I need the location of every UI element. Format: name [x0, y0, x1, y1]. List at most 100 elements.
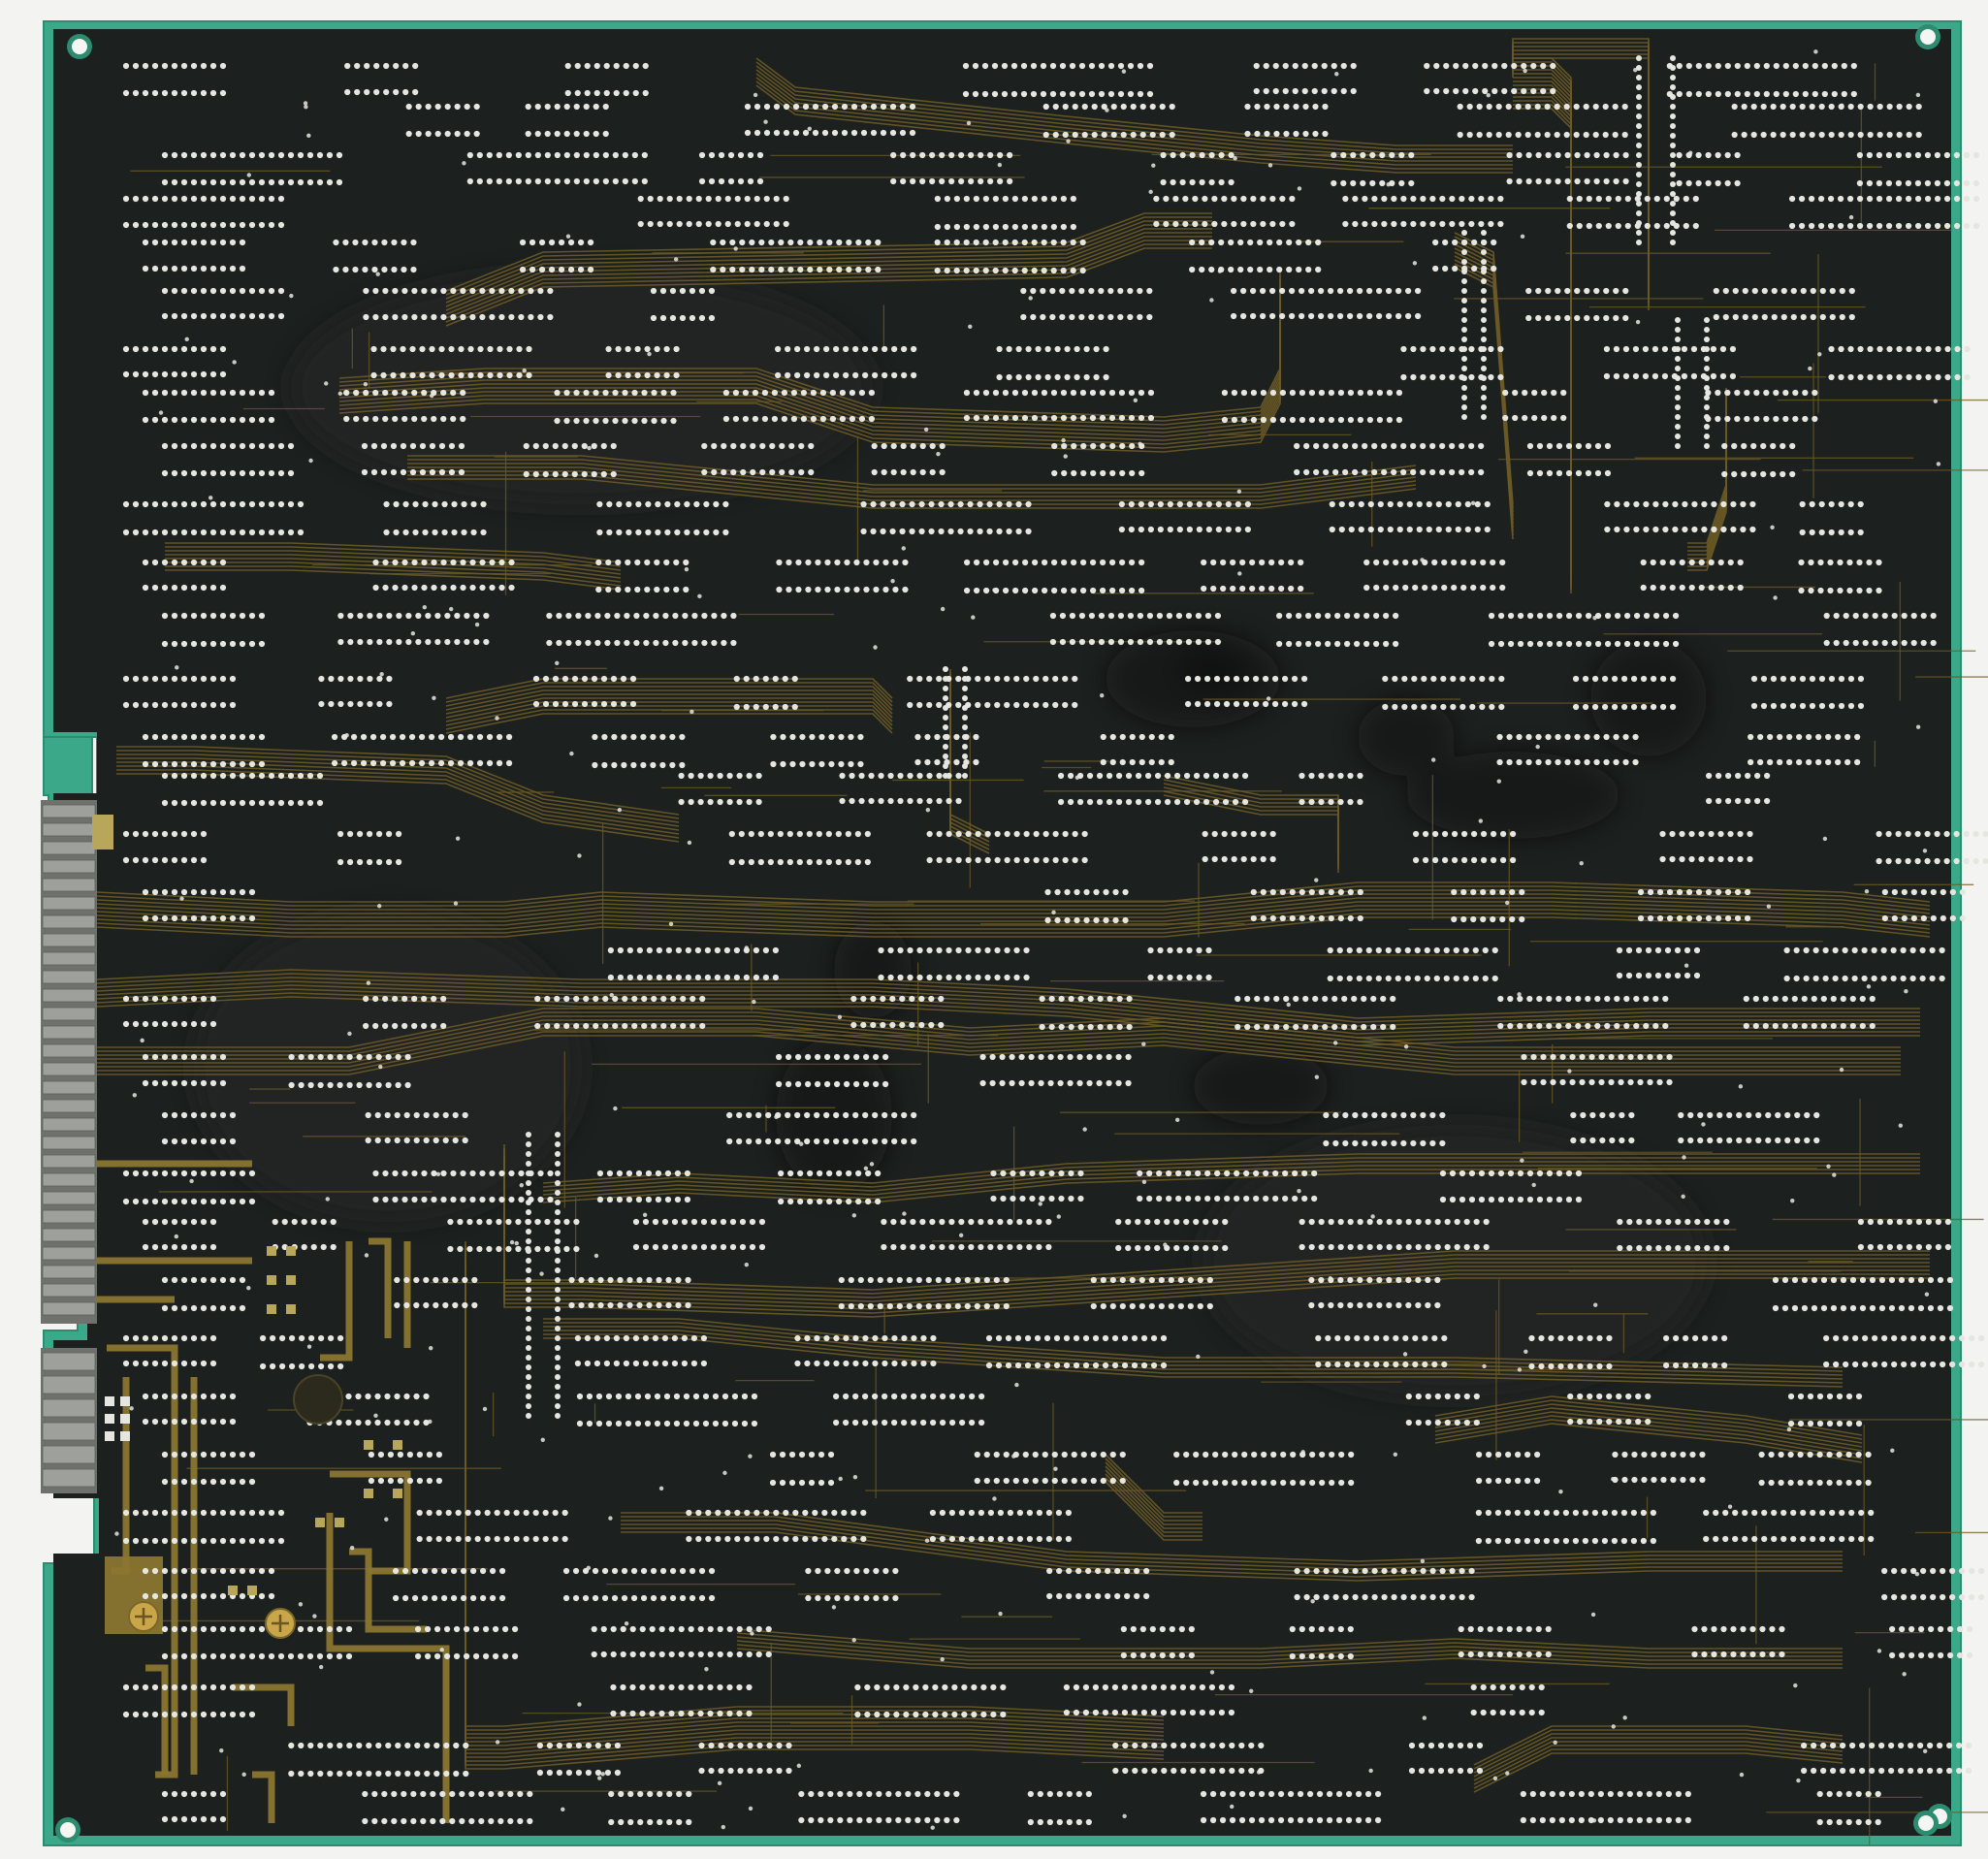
solder-joint: [1288, 559, 1295, 566]
solder-joint: [1322, 1023, 1329, 1031]
trace: [96, 977, 1920, 1027]
solder-joint: [857, 1302, 864, 1310]
solder-joint: [1626, 1218, 1633, 1226]
solder-joint: [1041, 267, 1047, 274]
solder-joint: [1281, 675, 1289, 683]
solder-joint: [770, 760, 777, 768]
solder-joint: [910, 177, 916, 185]
solder-joint: [1093, 888, 1100, 896]
solder-joint: [1509, 888, 1516, 896]
solder-joint: [229, 442, 237, 450]
solder-joint: [1584, 151, 1590, 159]
trace: [736, 1644, 1843, 1665]
solder-joint: [713, 500, 720, 508]
solder-joint: [739, 266, 746, 273]
solder-joint: [595, 559, 602, 566]
solder-joint: [1072, 856, 1078, 864]
solder-joint: [1118, 414, 1126, 422]
solder-joint: [798, 468, 805, 476]
solder-joint: [370, 468, 378, 476]
solder-joint: [318, 700, 325, 708]
solder-joint: [1505, 103, 1512, 111]
solder-joint: [602, 130, 609, 138]
solder-joint: [1550, 87, 1556, 95]
solder-joint: [651, 389, 657, 397]
solder-joint: [881, 1218, 887, 1226]
solder-joint: [1745, 772, 1751, 780]
solder-joint: [171, 1111, 178, 1119]
solder-joint: [574, 89, 581, 97]
solder-joint: [1011, 195, 1018, 203]
solder-joint: [899, 129, 907, 137]
solder-joint: [1659, 584, 1666, 592]
solder-joint: [992, 267, 999, 274]
trace: [165, 565, 622, 587]
solder-joint: [462, 1137, 468, 1144]
solder-joint: [602, 103, 609, 111]
solder-joint: [759, 442, 766, 450]
solder-joint: [200, 675, 208, 683]
solder-joint: [1012, 559, 1019, 566]
solder-joint: [1210, 585, 1217, 593]
solder-joint: [788, 468, 795, 476]
solder-joint: [845, 830, 851, 838]
solder-joint: [1279, 195, 1286, 203]
solder-joint: [1497, 373, 1504, 381]
solder-joint: [1166, 612, 1173, 620]
solder-joint: [1301, 1195, 1308, 1202]
solder-joint: [161, 559, 169, 566]
solder-joint: [852, 1111, 859, 1119]
solder-joint: [1944, 373, 1951, 381]
solder-joint: [547, 287, 554, 295]
solder-joint: [1363, 640, 1370, 648]
solder-joint: [974, 1302, 980, 1310]
solder-joint: [939, 151, 946, 159]
solder-joint: [1491, 975, 1498, 982]
solder-joint: [190, 89, 198, 97]
solder-joint: [180, 733, 188, 741]
solder-joint: [704, 946, 711, 954]
solder-joint: [718, 177, 725, 185]
solder-joint: [1279, 416, 1287, 424]
solder-joint: [1223, 700, 1231, 708]
solder-joint: [1097, 1023, 1104, 1031]
solder-joint: [573, 1218, 580, 1226]
solder-joint: [1635, 972, 1643, 979]
solder-joint: [823, 1053, 831, 1061]
solder-joint: [369, 759, 377, 767]
solder-joint: [958, 1218, 965, 1226]
solder-joint: [1421, 703, 1427, 711]
solder-joint: [1086, 1079, 1093, 1087]
solder-joint: [171, 345, 178, 353]
solder-joint: [1519, 888, 1525, 896]
solder-joint: [1753, 62, 1760, 70]
solder-joint: [489, 584, 496, 592]
solder-joint: [814, 1080, 821, 1088]
solder-joint: [1715, 772, 1722, 780]
solder-joint: [650, 314, 657, 322]
solder-joint: [454, 130, 461, 138]
solder-joint: [736, 1111, 743, 1119]
solder-joint: [838, 1302, 845, 1310]
solder-joint: [1381, 442, 1388, 450]
solder-joint: [1257, 239, 1264, 246]
solder-joint: [142, 529, 149, 536]
solder-joint: [467, 371, 474, 379]
solder-joint: [646, 1276, 653, 1284]
solder-joint: [209, 1020, 217, 1028]
solder-joint: [1565, 1196, 1573, 1203]
solder-joint: [190, 1198, 198, 1205]
solder-joint: [1347, 1276, 1354, 1284]
solder-joint: [1189, 178, 1196, 186]
solder-joint: [1237, 239, 1244, 246]
solder-joint: [383, 500, 390, 508]
solder-joint: [878, 772, 884, 780]
solder-joint: [890, 442, 897, 450]
solder-joint: [1746, 1137, 1752, 1144]
solder-joint: [336, 151, 343, 159]
solder-joint: [1060, 239, 1067, 246]
solder-joint: [780, 733, 786, 741]
solder-joint: [1488, 1170, 1495, 1177]
trace: [1434, 1403, 1863, 1444]
solder-joint: [1352, 468, 1359, 476]
